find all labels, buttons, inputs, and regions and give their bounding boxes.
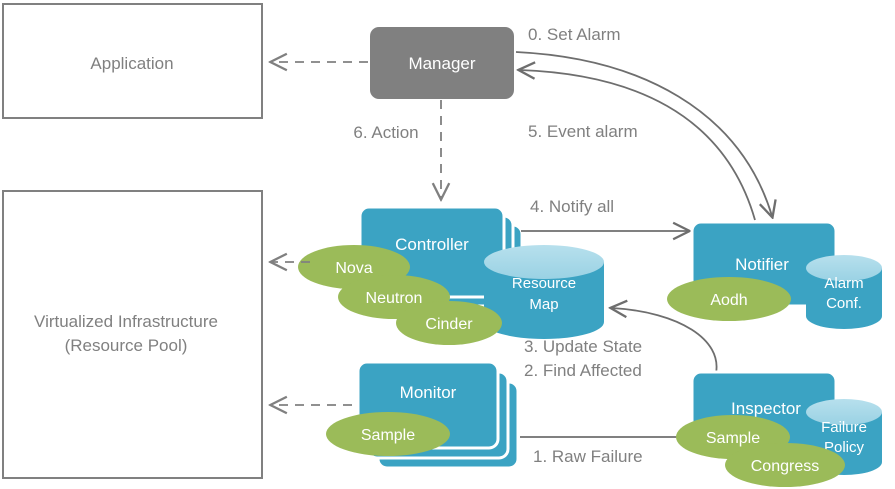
node-monitor-label: Monitor — [400, 383, 457, 402]
node-controller-label: Controller — [395, 235, 469, 254]
infrastructure-container: Virtualized Infrastructure (Resource Poo… — [2, 190, 263, 479]
datastore-resource-map[interactable]: Resource Map — [484, 245, 604, 339]
tag-congress[interactable]: Congress — [725, 443, 845, 487]
flow-step0: 0. Set Alarm — [515, 25, 772, 216]
tag-cinder[interactable]: Cinder — [396, 301, 502, 345]
infrastructure-label-line1: Virtualized Infrastructure — [34, 312, 218, 331]
datastore-failure-policy-line2: Policy — [824, 439, 865, 456]
flow-step0-label: 0. Set Alarm — [528, 25, 621, 44]
tag-nova-label: Nova — [335, 260, 372, 277]
node-manager-label: Manager — [408, 54, 475, 73]
flow-step6-label: 6. Action — [353, 123, 418, 142]
infrastructure-label-line2: (Resource Pool) — [65, 336, 188, 355]
tag-neutron-label: Neutron — [366, 290, 423, 307]
application-container: Application — [2, 3, 263, 119]
tag-inspector-sample-label: Sample — [706, 430, 760, 447]
flow-step4: 4. Notify all — [521, 197, 688, 231]
tag-monitor-sample[interactable]: Sample — [326, 412, 450, 456]
flow-step2-label: 2. Find Affected — [524, 361, 642, 380]
flow-step3-label: 3. Update State — [524, 337, 642, 356]
datastore-alarm-conf[interactable]: Alarm Conf. — [806, 255, 882, 329]
flow-step1-label: 1. Raw Failure — [533, 447, 643, 466]
node-notifier-label: Notifier — [735, 255, 789, 274]
datastore-failure-policy-line1: Failure — [821, 419, 867, 436]
datastore-resource-map-line1: Resource — [512, 275, 576, 292]
node-inspector-label: Inspector — [731, 399, 801, 418]
flow-step2-step3: 3. Update State 2. Find Affected — [524, 308, 718, 380]
flow-step4-label: 4. Notify all — [530, 197, 614, 216]
node-manager[interactable]: Manager — [370, 27, 514, 99]
tag-congress-label: Congress — [751, 458, 819, 475]
flow-step6: 6. Action — [353, 100, 441, 198]
tag-aodh-label: Aodh — [710, 292, 747, 309]
application-label: Application — [90, 54, 173, 73]
flow-step1: 1. Raw Failure — [520, 436, 700, 466]
flow-step5: 5. Event alarm — [520, 70, 756, 221]
flow-step5-label: 5. Event alarm — [528, 122, 638, 141]
tag-monitor-sample-label: Sample — [361, 427, 415, 444]
datastore-alarm-conf-line2: Conf. — [826, 295, 862, 312]
tag-cinder-label: Cinder — [425, 316, 473, 333]
tag-aodh[interactable]: Aodh — [667, 277, 791, 321]
datastore-resource-map-line2: Map — [529, 296, 558, 313]
datastore-alarm-conf-line1: Alarm — [824, 275, 863, 292]
